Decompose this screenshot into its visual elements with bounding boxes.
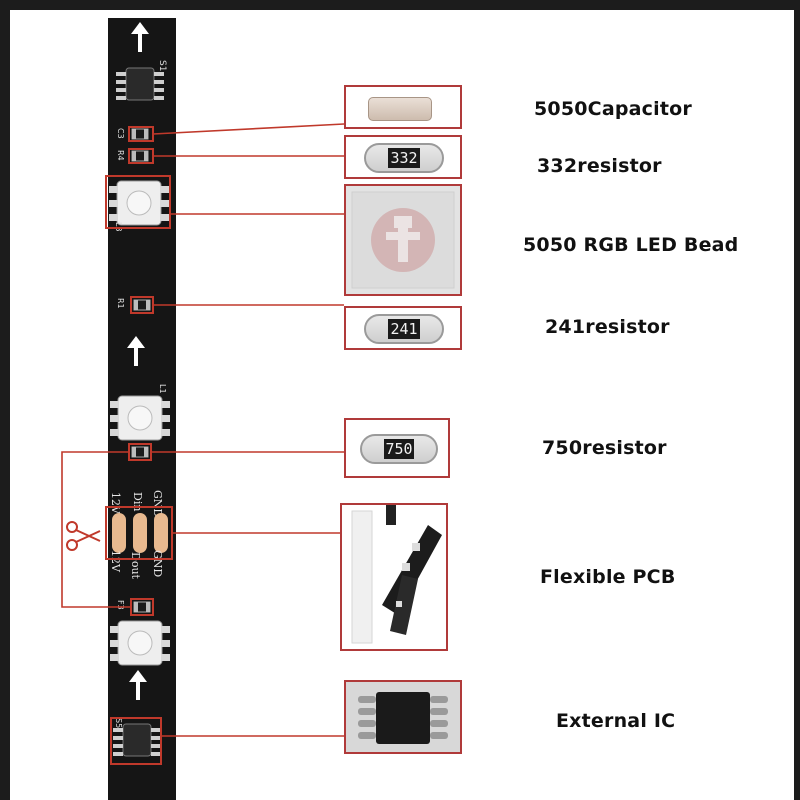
pad-label: Din [131,492,144,511]
label-332-resistor: 332resistor [537,155,662,177]
led-bead-middle [109,395,171,441]
copper-pad [154,513,168,553]
svg-text:R4: R4 [116,150,125,161]
capacitor-thumbnail [344,85,462,129]
label-led-bead: 5050 RGB LED Bead [523,234,739,256]
resistor-332-on-strip [131,150,149,162]
resistor-icon: 332 [364,143,444,173]
resistor-750-thumbnail: 750 [344,418,450,478]
resistor-750-on-strip [131,446,149,458]
svg-text:F3: F3 [116,600,125,610]
pad-label: Dout [129,552,142,580]
external-ic-icon [346,682,460,752]
led-bead-thumbnail [344,184,462,296]
led-bead-top [108,180,170,226]
svg-text:S5: S5 [114,718,123,728]
resistor-241-thumbnail: 241 [344,306,462,350]
led-bead-icon [346,186,460,294]
led-bead-bottom [109,620,171,666]
svg-text:R1: R1 [116,298,125,309]
flexible-pcb-thumbnail [340,503,448,651]
capacitor-on-strip [131,128,149,140]
leader-line [152,123,345,135]
resistor-code-241: 241 [388,319,420,339]
pad-label: GND [151,550,164,577]
resistor-code-750: 750 [384,439,414,459]
label-external-ic: External IC [556,710,676,732]
resistor-code-332: 332 [388,148,420,168]
pad-label: 12V [109,550,122,573]
copper-pad [112,513,126,553]
flexible-pcb-icon [342,505,446,649]
pad-labels-top: 12V Din GND [109,490,164,517]
capacitor-icon [368,97,432,121]
svg-text:L3: L3 [114,222,123,232]
label-750-resistor: 750resistor [542,437,667,459]
label-capacitor: 5050Capacitor [534,98,692,120]
resistor-icon: 750 [360,434,438,464]
smd-on-strip [133,601,151,613]
label-flexible-pcb: Flexible PCB [540,566,676,588]
svg-text:L1: L1 [158,384,167,394]
copper-pad [133,513,147,553]
svg-text:C3: C3 [116,128,125,139]
resistor-icon: 241 [364,314,444,344]
scissors-icon [66,521,101,551]
svg-text:S1: S1 [157,60,167,71]
resistor-241-on-strip [133,299,151,311]
callout-box-led [105,175,171,229]
external-ic-thumbnail [344,680,462,754]
pad-label: 12V [109,492,122,515]
resistor-332-thumbnail: 332 [344,135,462,179]
pad-label: GND [151,490,164,517]
cut-bracket-line [61,451,131,608]
label-241-resistor: 241resistor [545,316,670,338]
callout-box-ic [110,717,162,765]
